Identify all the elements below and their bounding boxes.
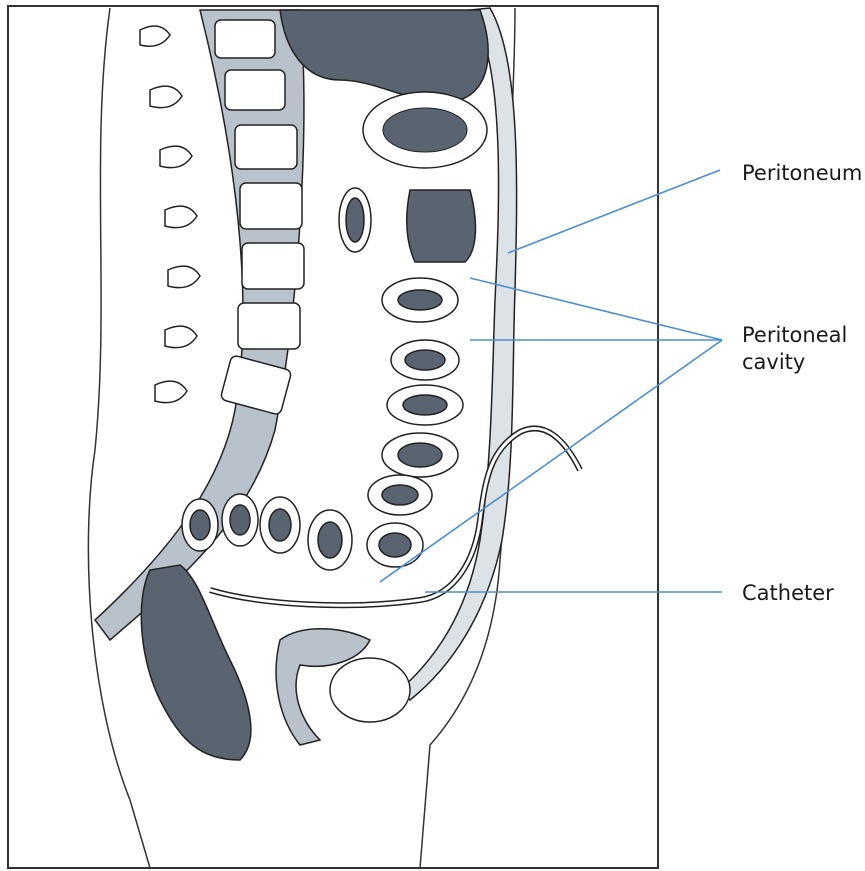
label-peritoneal-cavity: Peritoneal cavity [742, 322, 847, 377]
label-peritoneal-cavity-line2: cavity [742, 349, 847, 376]
organ-dark [407, 190, 476, 262]
label-catheter: Catheter [742, 580, 834, 607]
bladder [330, 658, 410, 722]
label-peritoneum: Peritoneum [742, 160, 862, 187]
intestine-lumen-top [383, 108, 467, 152]
label-peritoneal-cavity-line1: Peritoneal [742, 322, 847, 349]
